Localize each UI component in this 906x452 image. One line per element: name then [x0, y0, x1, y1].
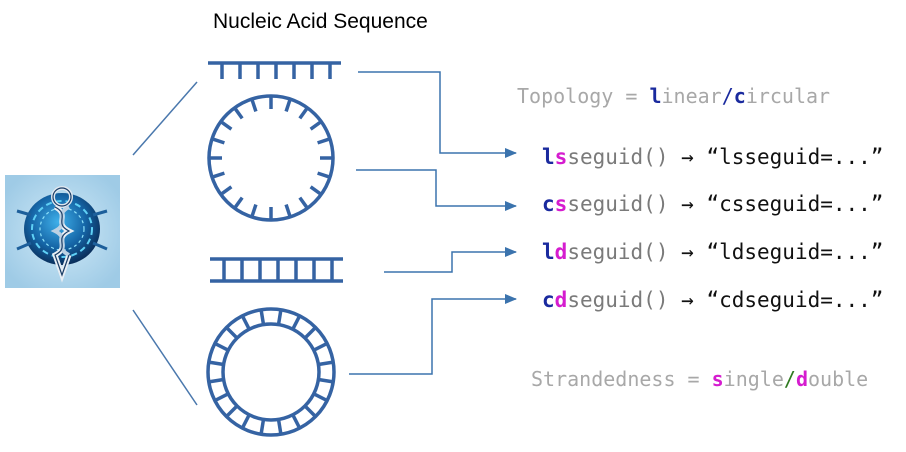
- function-topology-letter: l: [542, 145, 555, 169]
- function-strand-letter: d: [554, 288, 568, 312]
- base-tick: [211, 137, 225, 145]
- function-topology-letter: c: [542, 288, 555, 312]
- base-pair-rung: [291, 315, 302, 330]
- function-name: seguid(): [567, 192, 669, 216]
- topology-linear-rest: inear: [661, 84, 722, 108]
- base-tick: [298, 196, 309, 210]
- base-tick: [309, 120, 323, 131]
- fan-lines: [132, 81, 198, 406]
- strandedness-separator: /: [783, 367, 796, 391]
- connector-ss-circular: [356, 169, 517, 211]
- fan-line-top: [132, 81, 198, 156]
- function-strand-letter: s: [554, 192, 568, 216]
- function-strand-letter: s: [554, 145, 568, 169]
- single-strand-circular-shape: [207, 94, 335, 222]
- base-pair-rung: [318, 360, 334, 367]
- function-arrow: →: [681, 288, 694, 312]
- topology-circular-rest: ircular: [745, 84, 831, 108]
- topology-linear-initial: l: [649, 84, 662, 108]
- function-strand-letter: d: [554, 240, 568, 264]
- double-strand-linear-shape: [210, 257, 343, 283]
- base-tick: [284, 204, 292, 218]
- connectors: [349, 71, 517, 375]
- function-name: seguid(): [567, 240, 669, 264]
- base-pair-rung: [214, 392, 229, 403]
- base-tick: [219, 120, 233, 131]
- function-row-csseguid: csseguid() → “csseguid=...”: [542, 192, 883, 216]
- base-pair-rung: [259, 309, 266, 325]
- base-tick: [284, 98, 292, 112]
- function-row-lsseguid: lsseguid() → “lsseguid=...”: [542, 145, 883, 169]
- strandedness-single-rest: ingle: [723, 367, 784, 391]
- base-pair-rung: [313, 392, 328, 403]
- connector-ds-linear: [384, 247, 517, 273]
- base-tick: [250, 204, 258, 218]
- base-tick: [233, 106, 244, 120]
- function-row-cdseguid: cdseguid() → “cdseguid=...”: [542, 288, 883, 312]
- base-pair-rung: [208, 360, 224, 367]
- base-tick: [219, 185, 233, 196]
- base-pair-rung: [303, 326, 317, 340]
- connector-ss-linear: [358, 71, 517, 158]
- base-pair-rung: [225, 326, 239, 340]
- function-result: “csseguid=...”: [706, 192, 884, 216]
- base-pair-rung: [214, 341, 229, 352]
- base-pair-rung: [291, 414, 302, 429]
- base-pair-rung: [276, 309, 283, 325]
- function-arrow: →: [681, 145, 694, 169]
- topology-legend-prefix: Topology =: [517, 84, 650, 108]
- function-arrow: →: [681, 240, 694, 264]
- function-result: “cdseguid=...”: [706, 288, 884, 312]
- function-topology-letter: c: [542, 192, 555, 216]
- topology-legend: Topology = linear/circular: [517, 84, 830, 108]
- function-result: “ldseguid=...”: [706, 240, 884, 264]
- function-name: seguid(): [567, 145, 669, 169]
- base-pair-rung: [225, 404, 239, 418]
- base-tick: [309, 185, 323, 196]
- function-row-ldseguid: ldseguid() → “ldseguid=...”: [542, 240, 883, 264]
- function-topology-letter: l: [542, 240, 555, 264]
- function-result: “lsseguid=...”: [706, 145, 884, 169]
- base-pair-rung: [313, 341, 328, 352]
- base-tick: [298, 106, 309, 120]
- strandedness-double-initial: d: [795, 367, 808, 391]
- base-tick: [317, 137, 331, 145]
- topology-circular-initial: c: [733, 84, 746, 108]
- base-pair-rung: [303, 404, 317, 418]
- connector-ds-circular: [349, 294, 517, 375]
- base-pair-rung: [259, 419, 266, 435]
- single-strand-linear-shape: [208, 61, 341, 79]
- double-strand-circular-shape: [206, 307, 336, 437]
- strandedness-legend: Strandedness = single/double: [531, 367, 868, 391]
- base-pair-rung: [240, 414, 251, 429]
- topology-separator: /: [721, 84, 734, 108]
- diagram-title: Nucleic Acid Sequence: [213, 10, 428, 33]
- dna-helix-medical-logo-icon: [5, 175, 120, 288]
- function-name: seguid(): [567, 288, 669, 312]
- fan-line-bottom: [132, 309, 198, 406]
- strandedness-double-rest: ouble: [807, 367, 869, 391]
- base-tick: [233, 196, 244, 210]
- base-pair-rung: [208, 377, 224, 384]
- function-arrow: →: [681, 192, 694, 216]
- base-tick: [317, 171, 331, 179]
- base-tick: [211, 171, 225, 179]
- base-tick: [250, 98, 258, 112]
- strandedness-legend-prefix: Strandedness =: [531, 367, 712, 391]
- base-pair-rung: [318, 377, 334, 384]
- base-pair-rung: [276, 419, 283, 435]
- strandedness-single-initial: s: [711, 367, 724, 391]
- base-pair-rung: [240, 315, 251, 330]
